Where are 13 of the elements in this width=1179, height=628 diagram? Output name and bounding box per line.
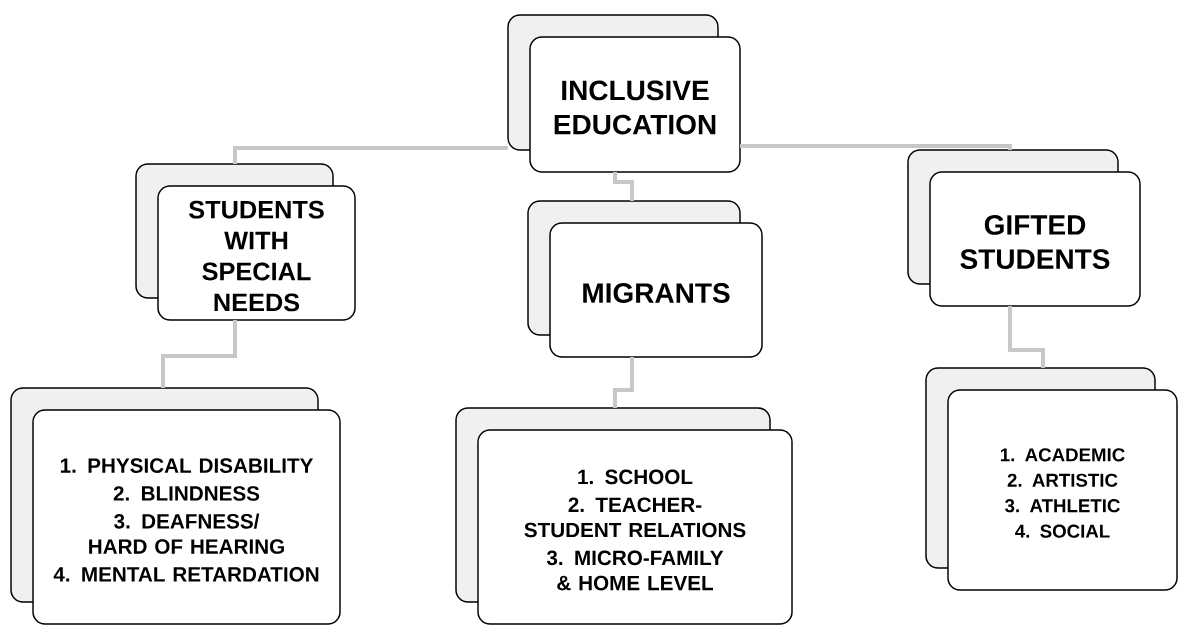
process-box: 1. ACADEMIC 2. ARTISTIC 3. ATHLETIC 4. SOCIAL bbox=[925, 367, 1178, 591]
connector-line bbox=[740, 144, 1012, 150]
process-box: GIFTED STUDENTS bbox=[907, 149, 1141, 307]
connector-line bbox=[613, 172, 634, 201]
connector-line bbox=[613, 357, 634, 408]
process-box: INCLUSIVE EDUCATION bbox=[507, 14, 741, 173]
connector-line bbox=[1008, 306, 1045, 368]
process-box: 1. PHYSICAL DISABILITY 2. BLINDNESS 3. DEAFNESS/ HARD OF HEARING 4. MENTAL RETARDATION bbox=[10, 387, 341, 625]
process-box: MIGRANTS bbox=[527, 200, 763, 358]
process-box: STUDENTS WITH SPECIAL NEEDS bbox=[135, 163, 356, 321]
connector-line bbox=[233, 146, 508, 164]
connector-line bbox=[161, 320, 237, 388]
process-box: 1. SCHOOL 2. TEACHER-STUDENT RELATIONS 3. MICRO-FAMILY & HOME LEVEL bbox=[455, 407, 793, 625]
